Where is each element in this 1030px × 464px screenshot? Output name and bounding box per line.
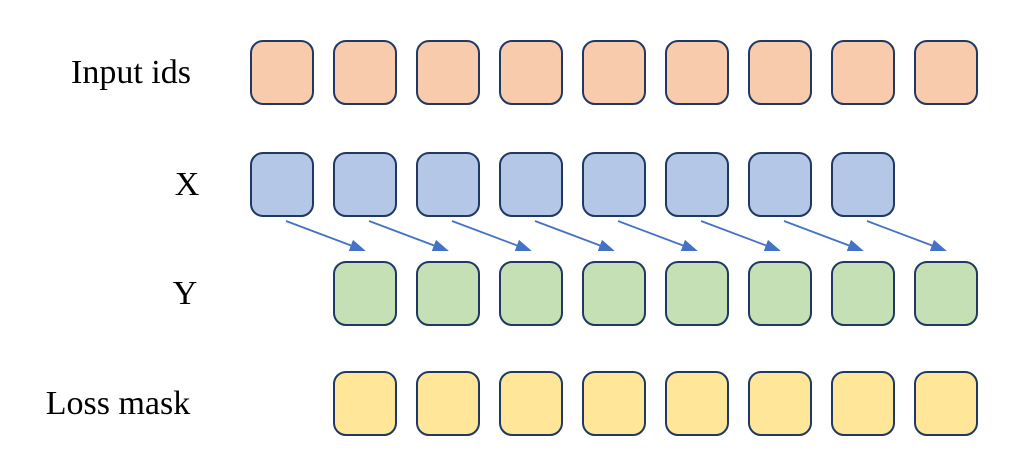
input-ids-box: [499, 40, 563, 105]
row-label-y: Y: [172, 275, 198, 312]
y-box: [665, 261, 729, 326]
input-ids-box: [831, 40, 895, 105]
input-ids-box: [333, 40, 397, 105]
x-to-y-shift-arrow: [700, 220, 781, 252]
x-to-y-shift-arrow: [368, 220, 449, 252]
x-to-y-shift-arrow: [866, 220, 947, 252]
loss-mask-box: [665, 371, 729, 436]
x-to-y-shift-arrow: [285, 220, 366, 252]
row-label-loss-mask: Loss mask: [45, 385, 191, 422]
y-box: [333, 261, 397, 326]
x-box: [748, 152, 812, 217]
x-box: [582, 152, 646, 217]
y-box: [416, 261, 480, 326]
loss-mask-box: [499, 371, 563, 436]
input-ids-box: [914, 40, 978, 105]
y-box: [499, 261, 563, 326]
x-box: [250, 152, 314, 217]
x-to-y-shift-arrow: [451, 220, 532, 252]
loss-mask-box: [831, 371, 895, 436]
input-ids-box: [665, 40, 729, 105]
x-to-y-shift-arrow: [534, 220, 615, 252]
y-box: [748, 261, 812, 326]
loss-mask-box: [333, 371, 397, 436]
loss-mask-box: [914, 371, 978, 436]
y-box: [831, 261, 895, 326]
x-box: [831, 152, 895, 217]
x-box: [333, 152, 397, 217]
input-ids-box: [416, 40, 480, 105]
row-label-input-ids: Input ids: [71, 54, 191, 91]
row-label-x: X: [174, 166, 200, 203]
x-box: [665, 152, 729, 217]
x-to-y-shift-arrow: [783, 220, 864, 252]
input-ids-box: [250, 40, 314, 105]
y-box: [914, 261, 978, 326]
y-box: [582, 261, 646, 326]
loss-mask-box: [416, 371, 480, 436]
x-to-y-shift-arrow: [617, 220, 698, 252]
loss-mask-box: [582, 371, 646, 436]
input-ids-box: [582, 40, 646, 105]
loss-mask-box: [748, 371, 812, 436]
x-box: [416, 152, 480, 217]
x-box: [499, 152, 563, 217]
input-ids-box: [748, 40, 812, 105]
